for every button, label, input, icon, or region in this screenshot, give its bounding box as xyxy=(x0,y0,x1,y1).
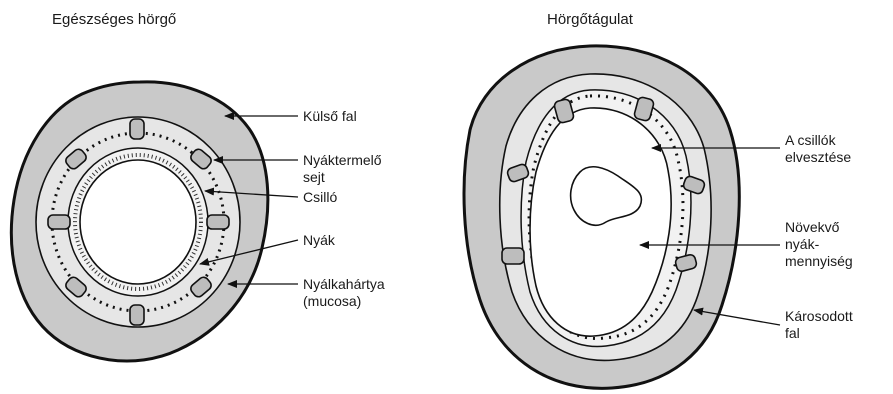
label-mucosa-2: (mucosa) xyxy=(303,293,361,309)
label-outer-wall: Külső fal xyxy=(303,108,357,124)
label-cilia: Csilló xyxy=(303,189,337,205)
label-mucus-increase-1: Növekvő xyxy=(785,219,840,235)
bronchiectasis-title: Hörgőtágulat xyxy=(547,11,634,28)
goblet-cell xyxy=(48,215,70,229)
label-goblet-cell-2: sejt xyxy=(303,169,325,185)
label-cilia-loss-2: elvesztése xyxy=(785,149,851,165)
label-damaged-wall-2: fal xyxy=(785,325,800,341)
label-damaged-wall-1: Károsodott xyxy=(785,308,853,324)
label-mucus-increase-2: nyák- xyxy=(785,236,820,252)
goblet-cell xyxy=(130,119,144,139)
goblet-cell xyxy=(207,215,229,229)
label-cilia-loss-1: A csillók xyxy=(785,132,837,148)
goblet-cell xyxy=(130,305,144,325)
healthy-bronchus-title: Egészséges hörgő xyxy=(52,11,176,28)
healthy-lumen xyxy=(80,160,196,284)
label-mucus: Nyák xyxy=(303,232,336,248)
bronchiectasis-bronchus xyxy=(464,46,739,388)
label-mucosa-1: Nyálkahártya xyxy=(303,276,385,292)
healthy-bronchus xyxy=(11,82,267,361)
label-goblet-cell-1: Nyáktermelő xyxy=(303,152,382,168)
label-mucus-increase-3: mennyiség xyxy=(785,253,853,269)
goblet-cell xyxy=(502,248,524,264)
